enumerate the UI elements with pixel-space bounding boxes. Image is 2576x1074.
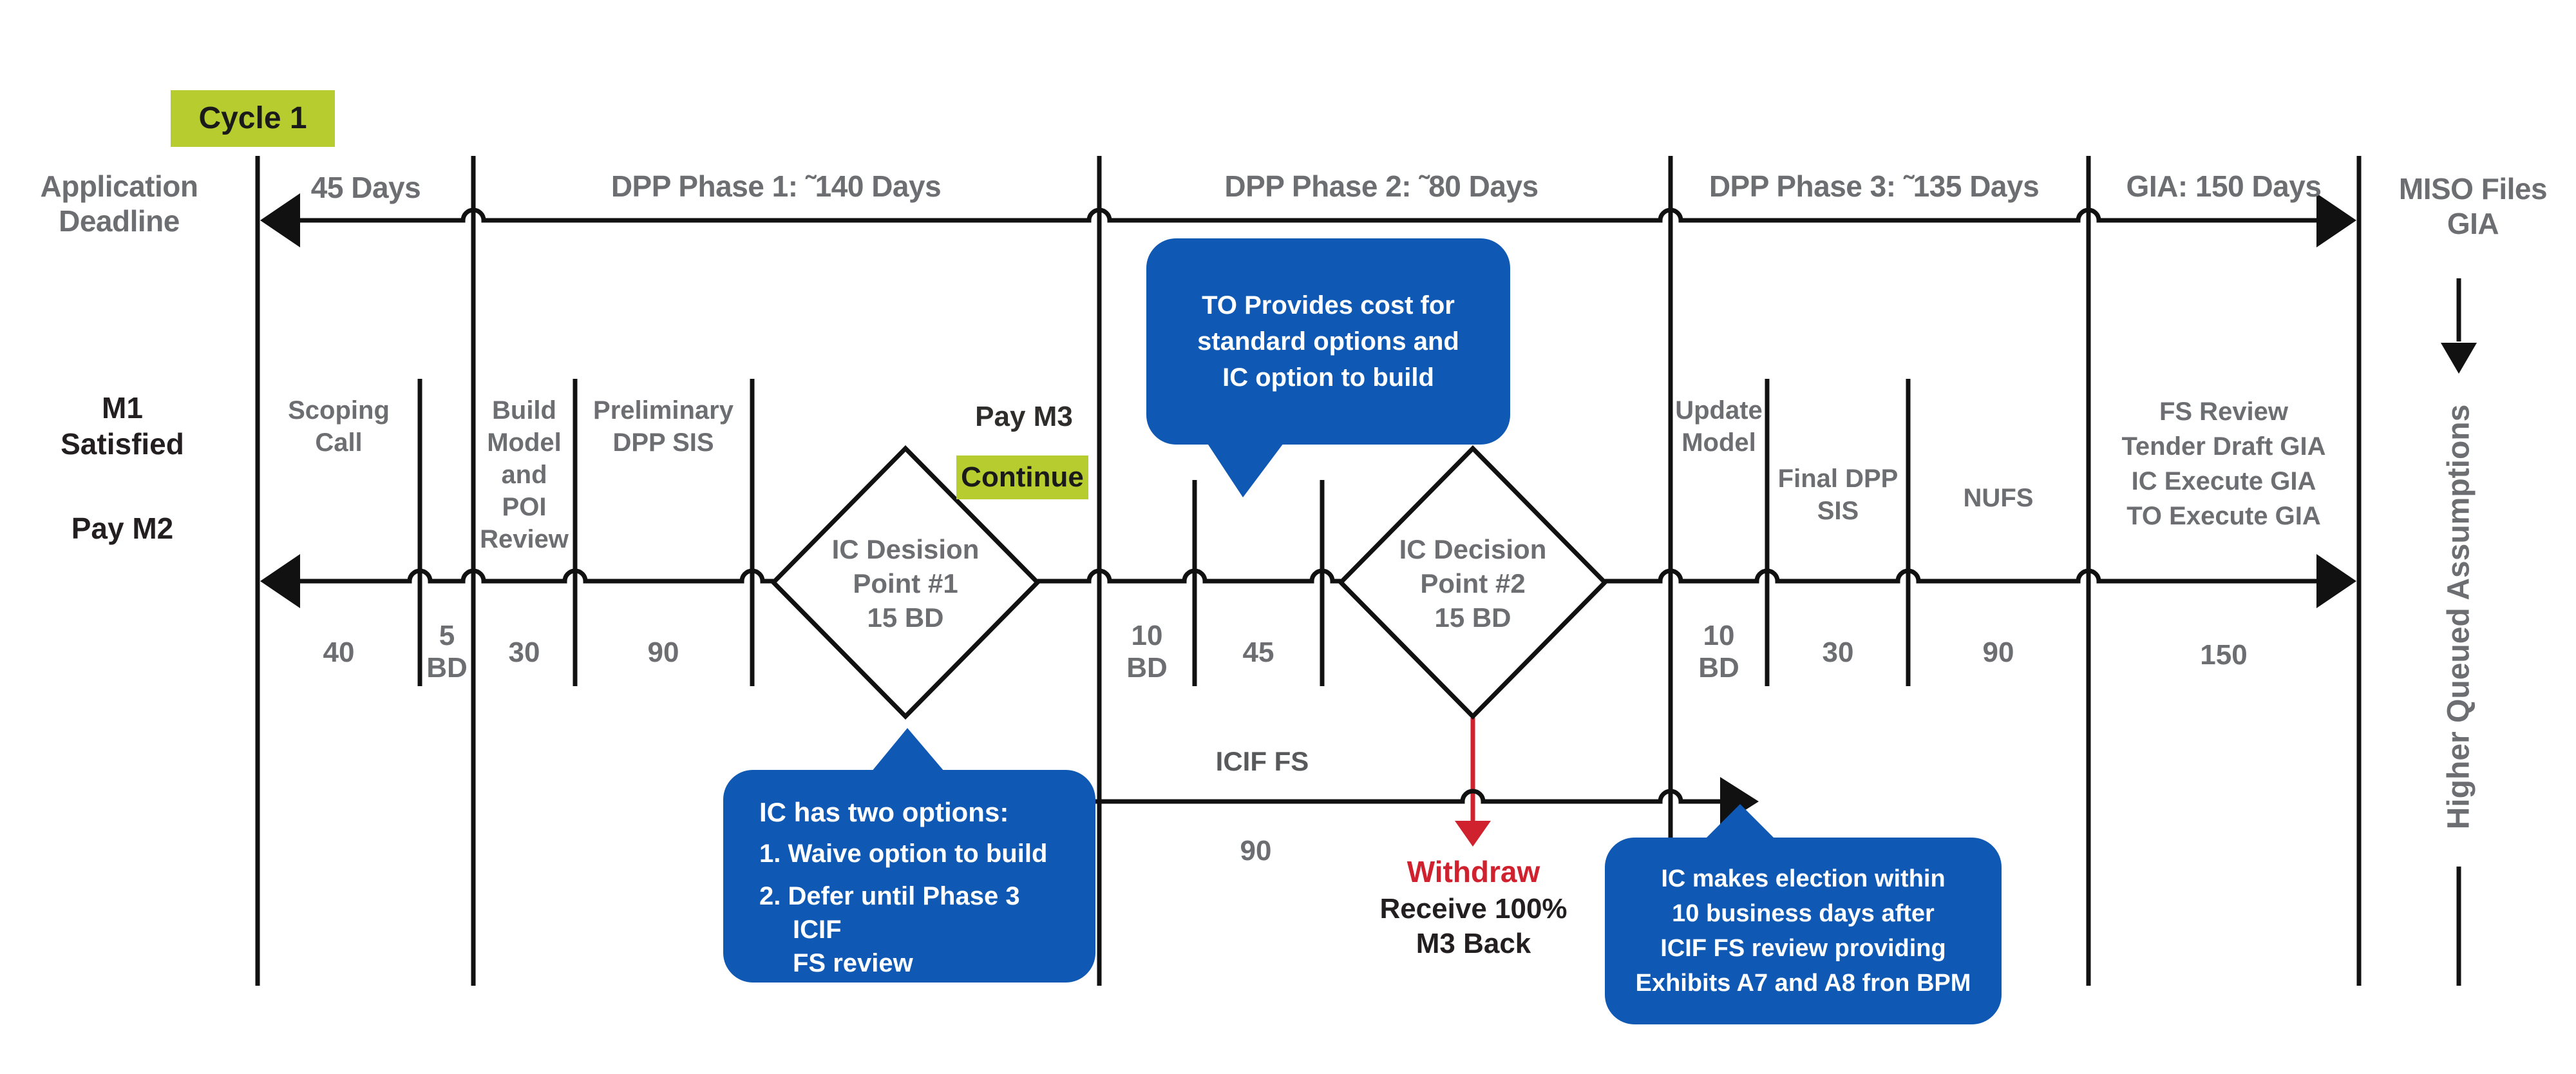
decision-diamond-2 [1338, 445, 1608, 720]
segment-divider-lines [417, 379, 1911, 686]
timeline-left-arrowhead-icon [260, 554, 300, 608]
miso-files-down-arrow [2441, 278, 2477, 374]
dpp-phase-1-label: DPP Phase 1: ˜140 Days [611, 169, 942, 203]
callout-tail-ic-election [1700, 804, 1780, 844]
miso-files-gia-label: MISO Files GIA [2398, 172, 2548, 240]
final-dpp-sis-label: Final DPP SIS [1777, 465, 1899, 525]
callout-ic-option-1: 1. Waive option to build [759, 839, 1048, 868]
phase-45-days-label: 45 Days [310, 171, 421, 204]
duration-150: 150 [2200, 639, 2248, 671]
m1-satisfied-label: M1 Satisfied [61, 391, 184, 461]
continue-badge: Continue [956, 455, 1088, 499]
withdraw-arrow [1455, 718, 1491, 847]
callout-ic-election: IC makes election within 10 business day… [1605, 838, 2002, 1024]
duration-90-nufs: 90 [1982, 637, 2014, 668]
callout-to-provides-text: TO Provides cost for standard options an… [1197, 291, 1459, 392]
higher-queued-assumptions-label: Higher Queued Assumptions [2441, 404, 2476, 830]
icif-fs-arrowhead-icon [1720, 777, 1759, 826]
timeline-segment-1 [298, 568, 773, 584]
duration-10bd-phase2: 10 BD [1126, 620, 1168, 684]
callout-ic-options: IC has two options: 1. Waive option to b… [723, 770, 1095, 983]
duration-10bd-phase3: 10 BD [1698, 620, 1739, 684]
build-model-poi-label: Build Model and POI Review [480, 396, 569, 553]
dpp-phase-3-label: DPP Phase 3: ˜135 Days [1709, 169, 2040, 203]
icif-fs-line [1090, 789, 1724, 804]
pay-m3-label: Pay M3 [975, 401, 1073, 432]
withdraw-arrowhead-icon [1455, 821, 1491, 847]
gia-150-days-label: GIA: 150 Days [2126, 169, 2322, 203]
cycle-1-badge: Cycle 1 [171, 90, 335, 147]
timeline-segment-2 [1037, 568, 1341, 584]
duration-5bd: 5 BD [426, 620, 468, 684]
application-deadline-label: Application Deadline [40, 169, 198, 238]
timeline-right-arrowhead-icon [2316, 554, 2356, 608]
nufs-label: NUFS [1963, 484, 2034, 512]
duration-40: 40 [323, 637, 355, 668]
ic-decision-point-1-label: IC Desision Point #1 15 BD [831, 534, 980, 633]
duration-90-prelim: 90 [647, 637, 679, 668]
ic-decision-point-2-label: IC Decision Point #2 15 BD [1399, 534, 1547, 633]
callout-tail-ic-options [868, 728, 948, 776]
dpp-phase-2-label: DPP Phase 2: ˜80 Days [1224, 169, 1539, 203]
withdraw-label: Withdraw [1406, 855, 1540, 888]
timeline-segment-3 [1605, 568, 2318, 584]
pay-m2-label: Pay M2 [71, 512, 174, 545]
duration-30-final: 30 [1822, 637, 1854, 668]
down-arrowhead-icon [2441, 343, 2477, 374]
gia-activities-label: FS Review Tender Draft GIA IC Execute GI… [2121, 398, 2326, 530]
withdraw-detail-label: Receive 100% M3 Back [1379, 893, 1567, 959]
header-left-arrowhead-icon [260, 193, 300, 247]
duration-45: 45 [1242, 637, 1274, 668]
decision-diamond-1 [770, 445, 1041, 720]
callout-ic-election-text: IC makes election within 10 business day… [1635, 865, 1971, 997]
scoping-call-label: Scoping Call [288, 396, 390, 457]
callout-tail-to-provides [1206, 441, 1285, 497]
update-model-label: Update Model [1675, 396, 1763, 457]
icif-fs-duration: 90 [1240, 835, 1272, 867]
callout-ic-option-2: 2. Defer until Phase 3 ICIF FS review [759, 882, 1020, 977]
header-right-arrowhead-icon [2316, 193, 2356, 247]
callout-ic-options-heading: IC has two options: [759, 797, 1009, 827]
preliminary-dpp-sis-label: Preliminary DPP SIS [593, 396, 734, 457]
callout-to-provides: TO Provides cost for standard options an… [1146, 238, 1510, 445]
header-line [298, 207, 2318, 223]
icif-fs-label: ICIF FS [1215, 746, 1309, 776]
duration-30-build: 30 [508, 637, 540, 668]
